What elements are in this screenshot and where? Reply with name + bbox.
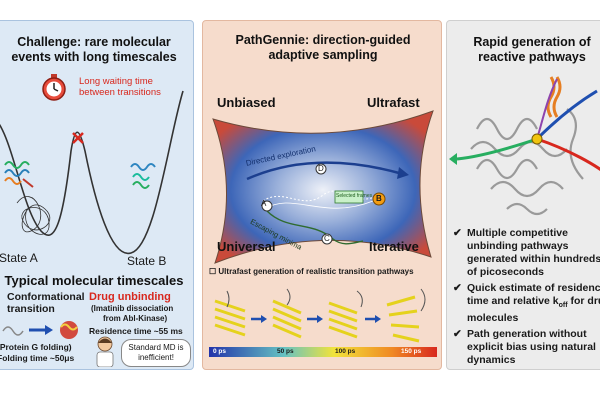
state-a-label: State A xyxy=(0,251,38,265)
stopwatch-icon xyxy=(42,74,66,101)
snapshot-1 xyxy=(214,290,246,337)
pathways-title-line1: Rapid generation of xyxy=(473,35,591,49)
transition-text: Ultrafast generation of realistic transi… xyxy=(218,267,414,276)
benefit-item-pathways: ✔ Multiple competitive unbinding pathway… xyxy=(453,227,600,278)
snapshot-4 xyxy=(386,288,426,343)
koff-suffix: for drug xyxy=(570,295,600,307)
check-icon: ✔ xyxy=(453,328,462,341)
pathgennie-title-line2: adaptive sampling xyxy=(268,48,378,62)
timescales-title: Typical molecular timescales xyxy=(4,273,184,288)
drug-residence-time: Residence time ~55 ms xyxy=(89,326,183,336)
surface-sheet xyxy=(212,110,434,264)
conformational-caption-line2: Folding time ~50μs xyxy=(0,353,75,363)
pathways-title-line2: reactive pathways xyxy=(478,50,586,64)
waiting-time-line1: Long waiting time xyxy=(79,76,153,87)
transition-line: ☐ Ultrafast generation of realistic tran… xyxy=(209,267,414,276)
energy-surface xyxy=(212,110,434,264)
timeline-tick-0: 0 ps xyxy=(213,348,227,355)
speech-line2: inefficient! xyxy=(138,353,174,362)
node-d-label: D xyxy=(318,164,324,173)
challenge-title-line1: Challenge: rare molecular xyxy=(17,35,171,49)
snapshot-3 xyxy=(328,290,363,339)
benefit-item-no-bias: ✔ Path generation without explicit bias … xyxy=(453,328,596,367)
state-b-label: State B xyxy=(127,254,167,268)
timeline-tick-50: 50 ps xyxy=(277,348,294,355)
directed-arrow xyxy=(246,161,400,181)
pathgennie-title-line1: PathGennie: direction-guided xyxy=(235,33,411,47)
check-icon: ✔ xyxy=(453,227,462,239)
waiting-time-line2: between transitions xyxy=(79,87,161,98)
scientist-avatar-icon xyxy=(96,336,114,367)
node-b-label: B xyxy=(376,194,382,203)
timeline-bar xyxy=(209,347,437,357)
conformational-title-line1: Conformational xyxy=(7,291,85,303)
checkbox-glyph: ☐ xyxy=(209,267,217,276)
orange-helix-icon xyxy=(546,76,562,118)
drug-sub-line1: (Imatinib dissociation xyxy=(91,304,174,313)
challenge-title-line2: events with long timescales xyxy=(11,50,177,64)
speech-bubble: Standard MD is inefficient! xyxy=(121,339,191,367)
selected-frames-box xyxy=(334,190,364,204)
protein-structure-illustration xyxy=(449,76,600,216)
node-d xyxy=(315,163,327,175)
pathway-arrows xyxy=(449,78,600,172)
selected-frames-label: Selected frames xyxy=(336,193,373,199)
ligand-icon xyxy=(531,133,543,145)
node-c-label: C xyxy=(324,234,330,243)
corner-unbiased: Unbiased xyxy=(217,95,276,110)
corner-ultrafast: Ultrafast xyxy=(367,95,420,110)
check-icon: ✔ xyxy=(453,282,462,294)
trapped-trajectory xyxy=(16,196,51,235)
benefit-item-residence: ✔ Quick estimate of residence time and r… xyxy=(451,282,600,325)
corner-universal: Universal xyxy=(217,239,276,254)
challenge-panel: Challenge: rare molecular events with lo… xyxy=(0,20,194,370)
node-a xyxy=(261,200,273,212)
node-b xyxy=(372,192,386,206)
folding-illustration xyxy=(2,321,78,339)
protein-state-b-icon xyxy=(130,163,156,189)
corner-iterative: Iterative xyxy=(369,239,419,254)
speech-line1: Standard MD is xyxy=(128,343,184,352)
transition-snapshots xyxy=(214,288,426,343)
drug-unbinding-title: Drug unbinding xyxy=(89,291,171,303)
conformational-title-line2: transition xyxy=(7,303,55,315)
pathgennie-panel: PathGennie: direction-guided adaptive sa… xyxy=(202,20,442,370)
timeline-tick-100: 100 ps xyxy=(335,348,356,355)
node-c xyxy=(321,233,333,245)
snapshot-2 xyxy=(272,288,302,339)
timeline-tick-150: 150 ps xyxy=(401,348,422,355)
benefit-list: ✔ Multiple competitive unbinding pathway… xyxy=(451,227,600,369)
protein-state-a-icon xyxy=(4,161,34,188)
energy-landscape xyxy=(0,90,184,255)
conformational-caption-line1: (Protein G folding) xyxy=(0,342,72,352)
koff-subscript: off xyxy=(558,302,568,310)
reactive-pathways-panel: Rapid generation of reactive pathways ✔ … xyxy=(446,20,600,370)
drug-sub-line2: from Abl-Kinase) xyxy=(103,314,168,323)
node-a-label: A xyxy=(261,199,267,208)
